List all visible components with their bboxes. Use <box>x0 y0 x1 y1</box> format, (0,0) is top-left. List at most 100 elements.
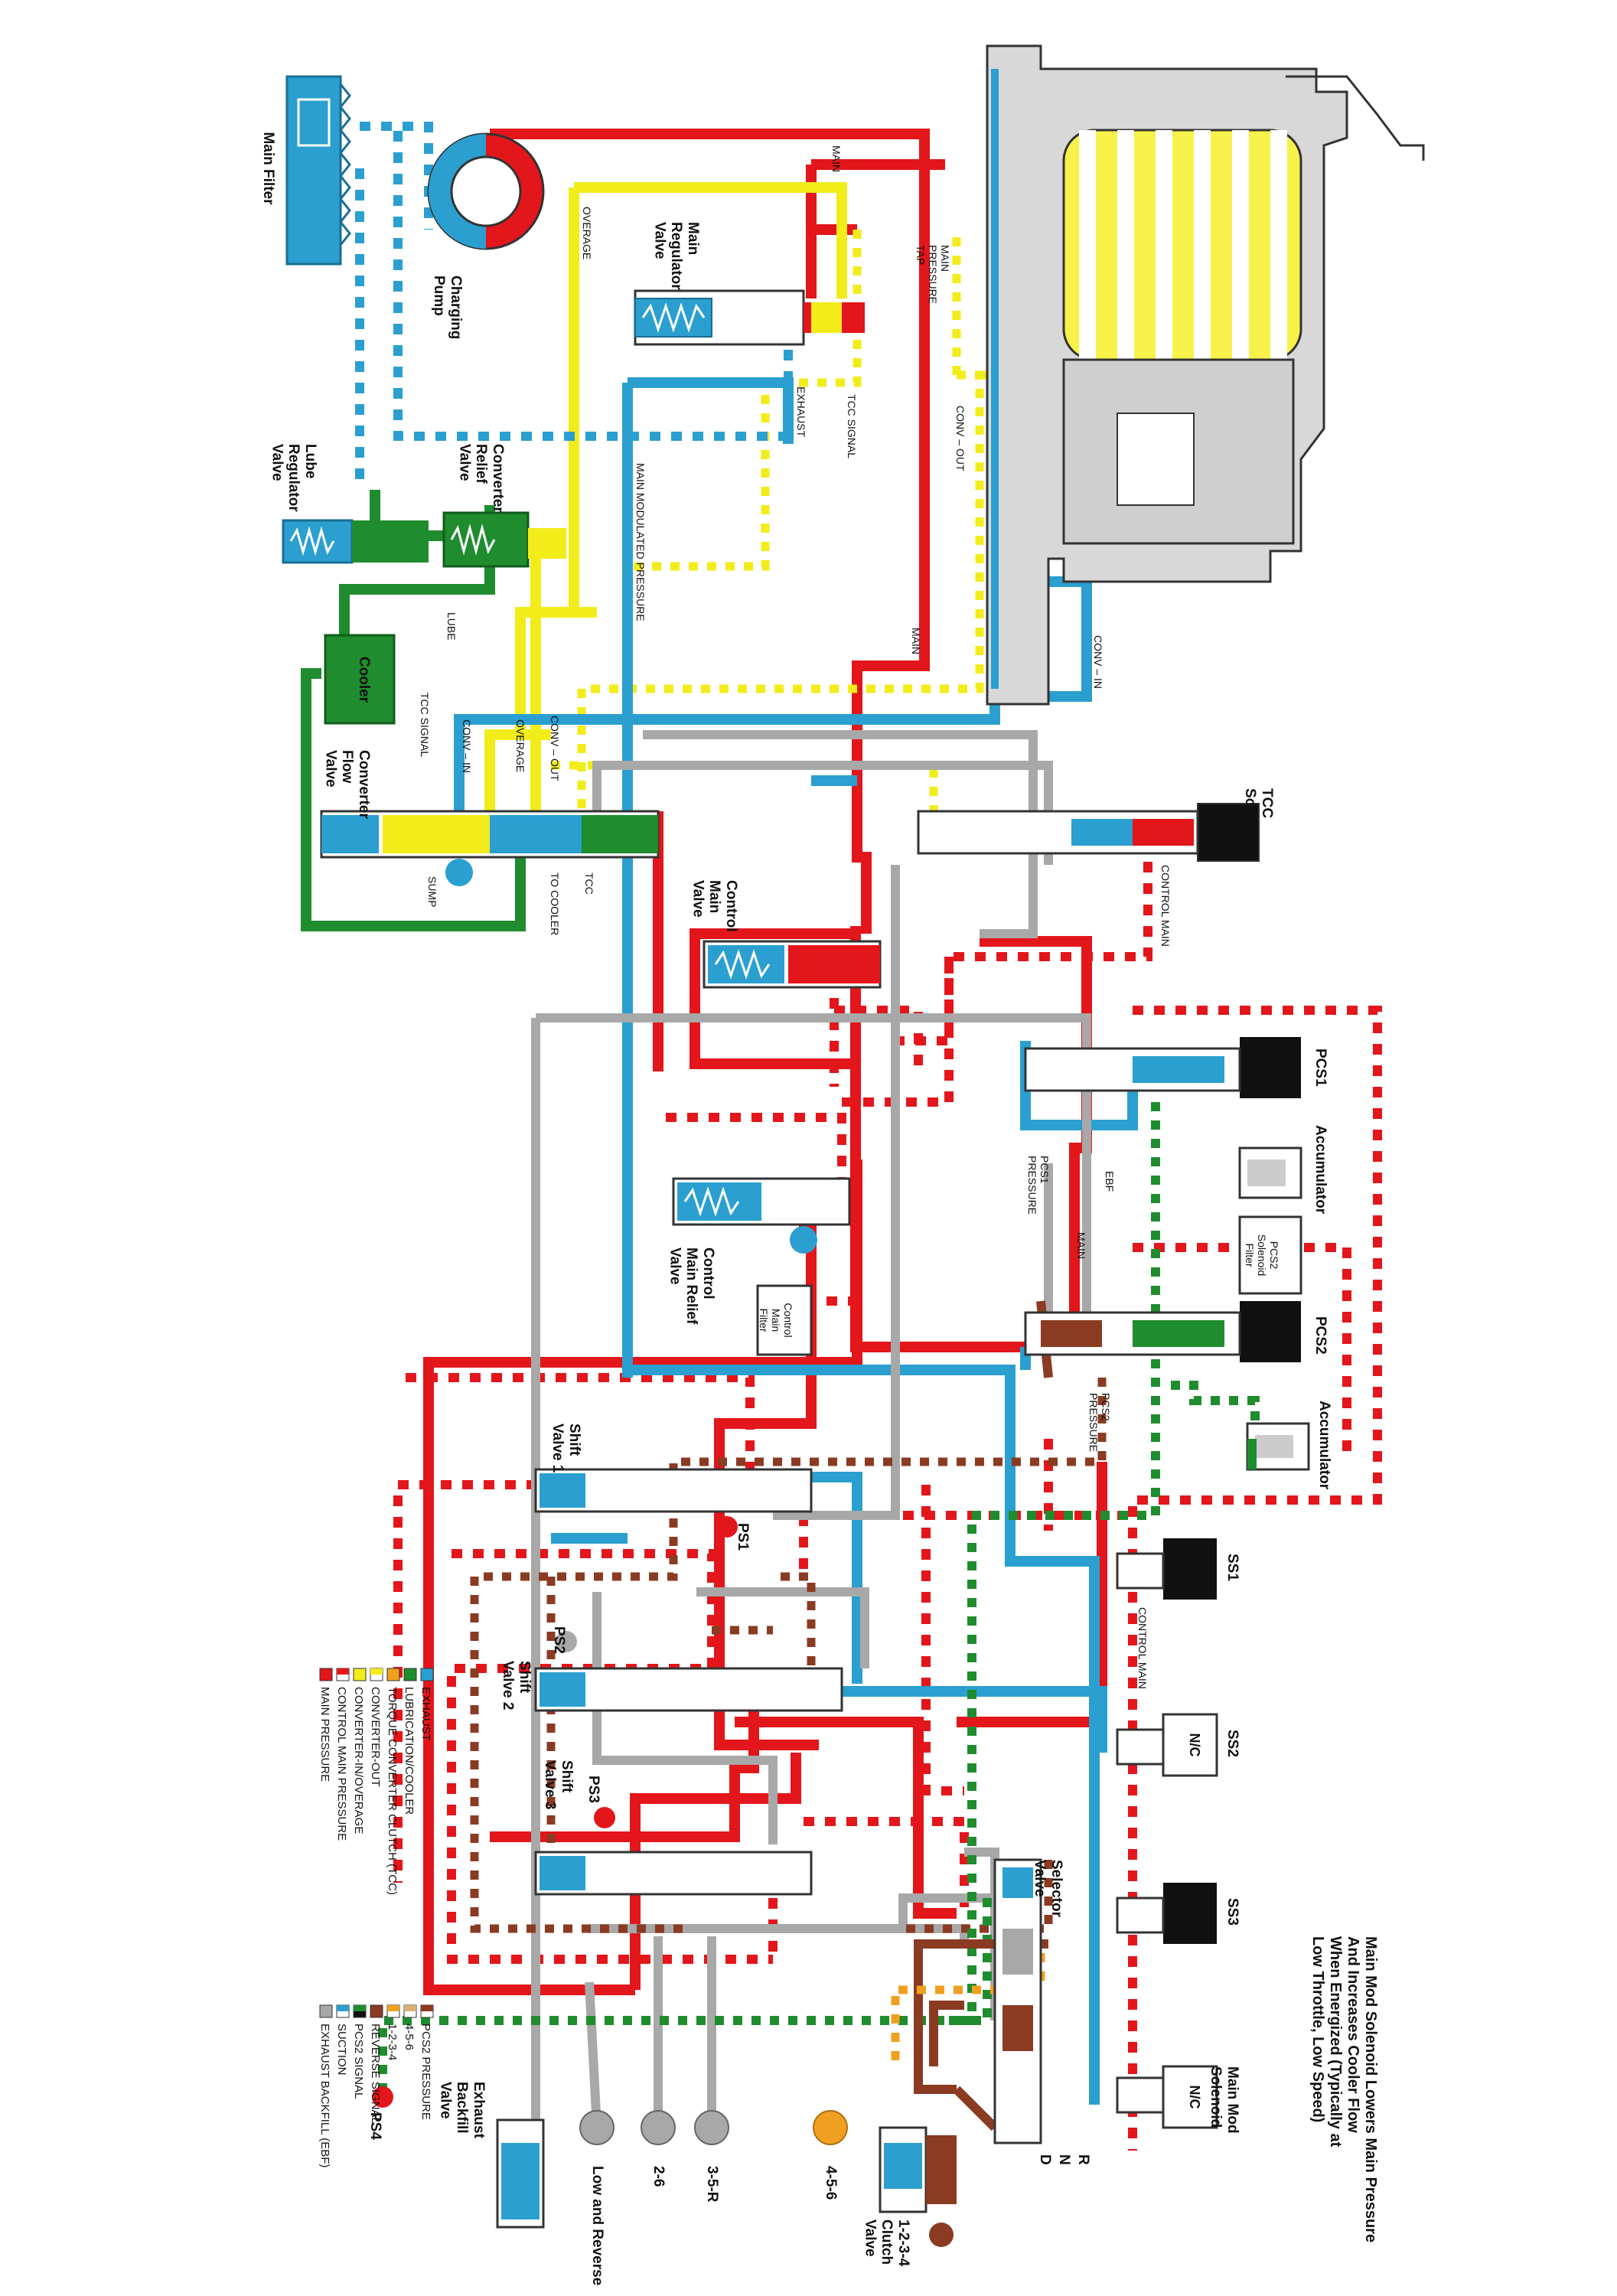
shift-valve-1 <box>534 1468 813 1538</box>
legend-right-swatch-stripe <box>354 2005 366 2011</box>
legend-right-label: 1-2-3-4 <box>386 2024 399 2060</box>
ss3-solenoid[interactable]: N/C <box>1116 1883 1217 1944</box>
label-ss3: SS3 <box>1224 1898 1240 1926</box>
exhaust-backfill-lines <box>531 730 1091 2174</box>
legend-right-swatch <box>319 2004 333 2018</box>
converter-flow-valve <box>320 810 660 886</box>
pcs2-solenoid-filter-label: PCS2SolenoidFilter <box>1244 1234 1280 1277</box>
legend-left-item: EXHAUST <box>419 1668 434 1741</box>
passage-conv-out-2: CONV – OUT <box>549 716 561 781</box>
legend-left-label: MAIN PRESSURE <box>318 1687 331 1782</box>
legend-right-column: EXHAUST BACKFILL (EBF)SUCTION PCS2 SIGNAL… <box>318 2004 434 2167</box>
legend-right-item: SUCTION <box>335 2004 350 2076</box>
legend-left-item: CONVERTER-OUT <box>369 1668 383 1787</box>
passage-main-pressure-tap: MAINPRESSURETAP <box>914 245 951 304</box>
label-control-main-relief-valve: ControlMain ReliefValve <box>667 1247 716 1325</box>
ss1-nc: N/C <box>1187 1557 1202 1581</box>
lube-regulator-valve <box>282 519 429 564</box>
passage-sump: SUMP <box>426 876 438 907</box>
passage-lube: LUBE <box>445 612 458 641</box>
main-mod-note: Main Mod Solenoid Lowers Main PressureAn… <box>1309 1936 1379 2242</box>
clutch-2-6 <box>641 2110 676 2145</box>
main-regulator-valve <box>634 289 865 346</box>
cooler-label: Cooler <box>356 657 372 703</box>
legend-right-label: REVERSE SIGNAL <box>369 2024 382 2124</box>
legend-right-item: PCS2 PRESSURE <box>419 2004 434 2120</box>
legend-right-item: 1-2-3-4 <box>386 2004 400 2060</box>
passage-control-main-2: CONTROL MAIN <box>1136 1607 1149 1689</box>
pcs1-nc: N/C <box>1267 1056 1283 1080</box>
label-pcs1: PCS1 <box>1312 1049 1328 1087</box>
legend-right-label: PCS2 PRESSURE <box>419 2024 432 2120</box>
legend-left-label: EXHAUST <box>419 1687 432 1741</box>
legend-right-swatch-stripe <box>404 2005 416 2011</box>
label-selector-valve: SelectorValve <box>1032 1860 1064 1918</box>
legend-right-swatch-stripe <box>387 2005 399 2011</box>
label-ss2: SS2 <box>1224 1730 1240 1757</box>
passage-ebf: EBF <box>1104 1171 1116 1192</box>
label-accumulator-1: Accumulator <box>1312 1125 1328 1215</box>
passage-conv-in: CONV – IN <box>1092 635 1104 689</box>
ss3-nc: N/C <box>1187 1902 1202 1926</box>
legend-right-label: PCS2 SIGNAL <box>352 2024 365 2099</box>
passage-tcc-signal: TCC SIGNAL <box>846 394 858 458</box>
component-labels: Main Filter ChargingPump MainRegulatorVa… <box>260 132 1332 2285</box>
label-ps3: PS3 <box>585 1776 601 1803</box>
pcs2-solenoid-filter: PCS2SolenoidFilter <box>1238 1215 1302 1295</box>
label-4-5-6: 4-5-6 <box>823 2166 839 2200</box>
label-d: D <box>1037 2154 1053 2165</box>
ss1-solenoid[interactable]: N/C <box>1116 1538 1217 1600</box>
clutch-4-5-6 <box>813 2110 848 2145</box>
label-ps4: PS4 <box>367 2112 383 2140</box>
control-main-filter: ControlMainFilter <box>756 1284 813 1356</box>
legend-left-item: LUBRICATION/COOLER <box>403 1668 417 1815</box>
passage-overage-2: OVERAGE <box>514 719 527 772</box>
tcc-solenoid[interactable]: N/C <box>917 803 1260 862</box>
passage-main-modulated-pressure: MAIN MODULATED PRESSURE <box>634 463 647 621</box>
passage-tcc-signal-2: TCC SIGNAL <box>419 693 431 757</box>
legend-left-item: CONVERTER-IN/OVERAGE <box>352 1668 367 1834</box>
label-clutch-1234-valve: 1-2-3-4ClutchValve <box>862 2219 911 2267</box>
ps4-switch <box>372 2086 393 2108</box>
low-and-reverse-clutch <box>579 2110 615 2145</box>
passage-to-cooler: TO COOLER <box>549 872 561 935</box>
pcs1-solenoid[interactable]: N/C <box>1024 1037 1301 1098</box>
legend-left-label: CONVERTER-IN/OVERAGE <box>352 1687 365 1834</box>
passage-main-2: MAIN <box>910 628 922 654</box>
legend-right-item: EXHAUST BACKFILL (EBF) <box>318 2004 333 2167</box>
cooler: Cooler <box>324 634 396 725</box>
legend-left-label: TORQUE CONVERTER CLUTCH (TCC) <box>386 1687 399 1895</box>
tcc-solenoid-nc: N/C <box>1225 821 1240 845</box>
pcs2-signal-lines <box>378 1102 1260 2089</box>
passage-pcs2-pressure: PCS2PRESSURE <box>1087 1393 1112 1452</box>
passage-exhaust: EXHAUST <box>795 386 807 438</box>
passage-overage: OVERAGE <box>581 207 593 259</box>
label-converter-flow-valve: ConverterFlowValve <box>322 750 372 819</box>
label-control-main-valve: ControlMainValve <box>690 880 739 932</box>
passage-labels: MAIN OVERAGE EXHAUST TCC SIGNAL MAINPRES… <box>419 145 1172 1689</box>
accumulator-2 <box>1246 1422 1310 1471</box>
label-shift-valve-2: ShiftValve 2 <box>500 1661 533 1710</box>
legend-left-item: MAIN PRESSURE <box>318 1668 333 1782</box>
label-tcc-solenoid: TCCSolenoid <box>1242 788 1275 850</box>
main-mod-nc: N/C <box>1187 2086 1202 2109</box>
label-lube-regulator-valve: LubeRegulatorValve <box>269 444 318 512</box>
pcs2-nc: N/C <box>1267 1320 1283 1344</box>
legend-right-label: SUCTION <box>335 2024 348 2076</box>
label-exhaust-backfill-valve: ExhaustBackfillValve <box>437 2082 487 2139</box>
shift-valve-3 <box>534 1807 813 1896</box>
label-ss1: SS1 <box>1224 1554 1240 1581</box>
legend-left-swatch-stripe <box>370 1668 383 1675</box>
label-accumulator-2: Accumulator <box>1316 1401 1332 1490</box>
transmission-cutaway <box>986 44 1425 706</box>
ss2-nc: N/C <box>1187 1733 1202 1757</box>
main-mod-solenoid[interactable]: N/C <box>1116 2065 1218 2129</box>
selector-valve <box>993 1858 1042 2144</box>
ss2-solenoid[interactable]: N/C <box>1116 1713 1218 1777</box>
label-main-mod-solenoid: Main ModSolenoid <box>1208 2066 1240 2134</box>
pcs2-solenoid[interactable]: N/C <box>1024 1301 1301 1362</box>
shift-valve-2 <box>534 1631 843 1712</box>
